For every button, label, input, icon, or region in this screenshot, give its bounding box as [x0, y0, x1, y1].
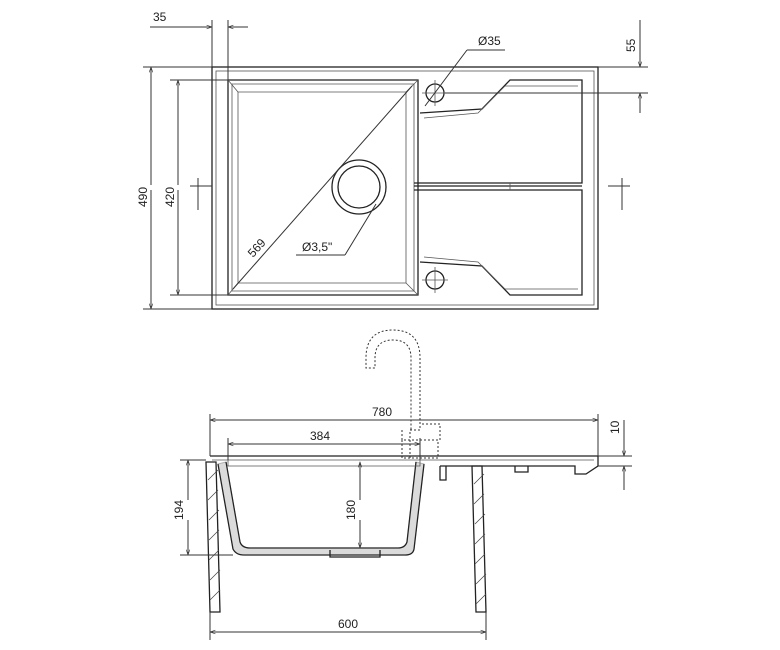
drainer-board [414, 79, 583, 296]
dim-hole-offset-label: 55 [624, 38, 638, 52]
drain-outlet [331, 159, 387, 215]
dim-hole-diameter-label: Ø35 [478, 34, 501, 48]
sink-outline [211, 66, 599, 310]
dimension-384: 384 [228, 429, 420, 460]
dimension-420: 420 [163, 80, 228, 295]
faucet-outline [365, 329, 441, 459]
dimension-10: 10 [598, 420, 632, 490]
dim-bowl-width-label: 384 [310, 429, 330, 443]
cabinet-right-wall [471, 465, 487, 613]
dimension-194: 194 [172, 460, 233, 555]
dim-left-offset-label: 35 [153, 10, 167, 24]
dimension-780: 780 [210, 405, 598, 456]
dimension-35: 35 [150, 10, 248, 80]
dimension-490: 490 [136, 67, 212, 309]
cabinet-left-wall [205, 461, 221, 613]
dim-total-width-label: 780 [372, 405, 392, 419]
hole-leader: Ø35 [424, 34, 505, 107]
dimension-diagonal: 569 [232, 85, 413, 290]
dimension-600: 600 [210, 612, 486, 640]
side-view: 780 384 10 194 [172, 329, 632, 640]
tap-hole-bottom [422, 267, 448, 293]
dim-drain-label: Ø3,5" [302, 240, 332, 254]
top-view: 569 Ø3,5" Ø35 35 55 [136, 10, 648, 310]
dim-bowl-depth-label: 420 [163, 187, 177, 207]
dim-total-height-label: 194 [172, 500, 186, 520]
dim-bowl-height-label: 180 [344, 500, 358, 520]
dim-diagonal-label: 569 [245, 236, 269, 260]
center-mark-right [608, 178, 630, 210]
sink-side-profile [210, 455, 599, 558]
dim-deck-thickness-label: 10 [608, 420, 622, 434]
drain-leader: Ø3,5" [296, 203, 377, 256]
dimension-55: 55 [445, 20, 648, 113]
dim-total-depth-label: 490 [136, 187, 150, 207]
dim-cabinet-width-label: 600 [338, 617, 358, 631]
dimension-180: 180 [344, 462, 360, 548]
